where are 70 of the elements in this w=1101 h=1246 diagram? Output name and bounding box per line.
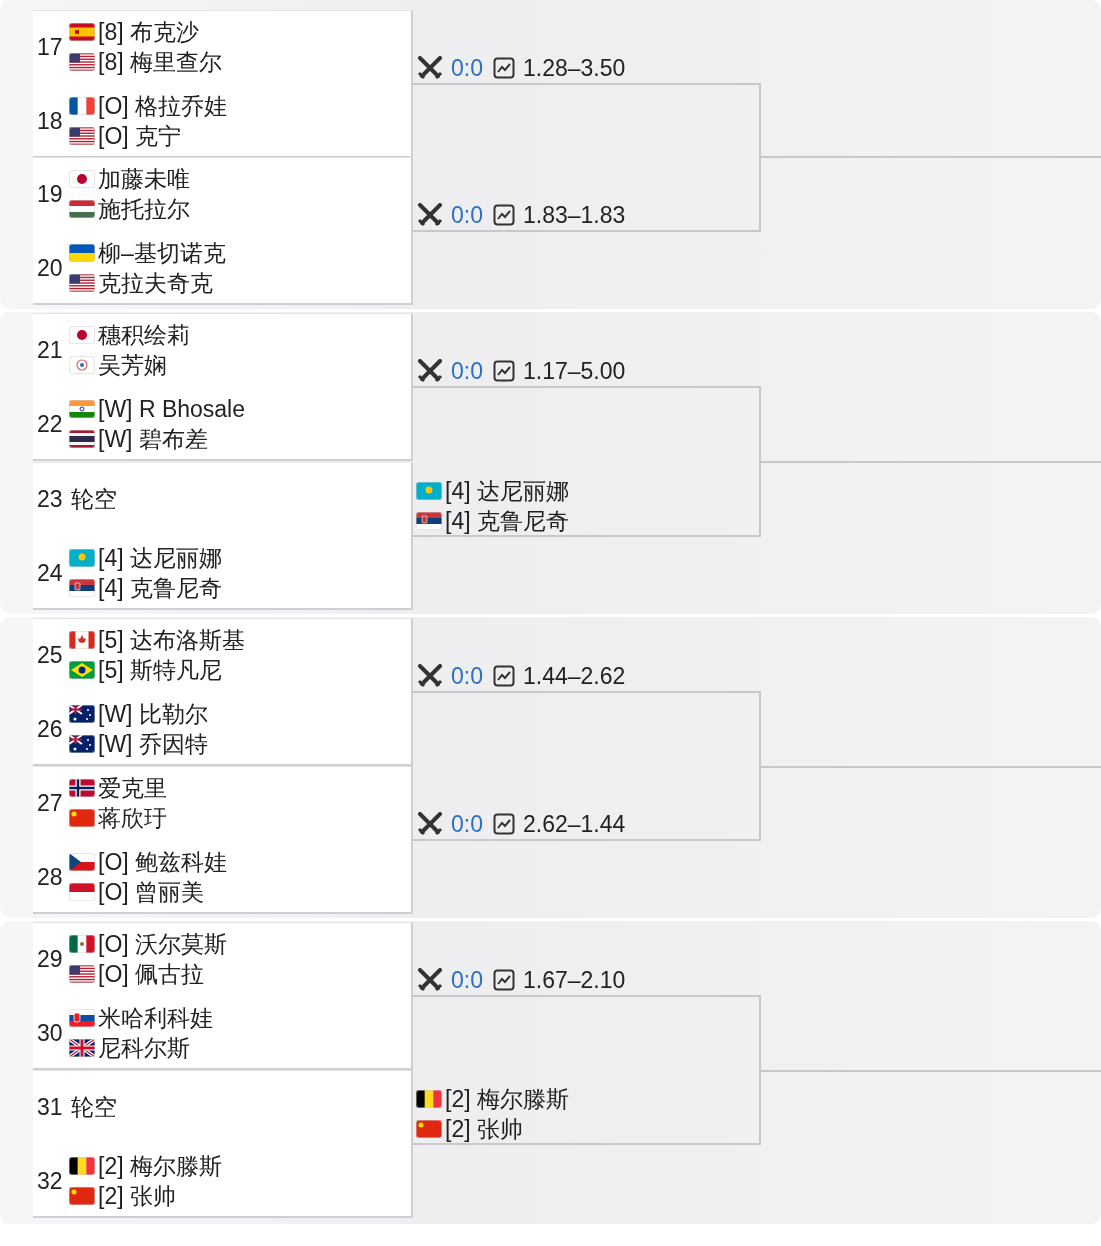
score-text: 0:0 <box>451 966 483 994</box>
player-name: [W] 碧布差 <box>98 425 208 453</box>
score-text: 0:0 <box>451 201 483 229</box>
match-number: 31 <box>37 1093 63 1121</box>
match-card <box>33 922 413 1070</box>
match-card <box>33 157 413 305</box>
player-name: 吴芳娴 <box>98 351 167 379</box>
player-name: [4] 达尼丽娜 <box>98 544 222 572</box>
match-number: 24 <box>37 559 63 587</box>
player-name: [W] 比勒尔 <box>98 700 208 728</box>
match-number: 20 <box>37 254 63 282</box>
match-card <box>33 313 413 461</box>
player-name: [W] 乔因特 <box>98 730 208 758</box>
player-name: [O] 沃尔莫斯 <box>98 930 228 958</box>
match-card <box>33 10 413 158</box>
player-name: 加藤未唯 <box>98 165 190 193</box>
match-number: 27 <box>37 789 63 817</box>
score-text: 0:0 <box>451 662 483 690</box>
score-text: 0:0 <box>451 810 483 838</box>
player-name: [4] 克鲁尼奇 <box>445 507 569 535</box>
odds-text: 1.17–5.00 <box>523 357 626 385</box>
player-name: 爱克里 <box>98 774 167 802</box>
bye-label: 轮空 <box>71 485 117 513</box>
player-name: [W] R Bhosale <box>98 395 245 423</box>
match-number: 18 <box>37 107 63 135</box>
player-name: [2] 梅尔滕斯 <box>445 1085 569 1113</box>
player-name: [4] 克鲁尼奇 <box>98 574 222 602</box>
player-name: [5] 斯特凡尼 <box>98 656 222 684</box>
player-name: [2] 张帅 <box>98 1182 176 1210</box>
score-text: 0:0 <box>451 54 483 82</box>
player-name: 蒋欣玗 <box>98 804 167 832</box>
match-number: 30 <box>37 1019 63 1047</box>
match-number: 17 <box>37 33 63 61</box>
match-card <box>33 766 413 914</box>
match-card <box>33 618 413 766</box>
player-name: [O] 佩古拉 <box>98 960 205 988</box>
match-number: 32 <box>37 1167 63 1195</box>
match-number: 28 <box>37 863 63 891</box>
player-name: [O] 曾丽美 <box>98 878 205 906</box>
player-name: [5] 达布洛斯基 <box>98 626 245 654</box>
player-name: [8] 布克沙 <box>98 18 199 46</box>
player-name: [O] 鲍兹科娃 <box>98 848 228 876</box>
odds-text: 1.83–1.83 <box>523 201 626 229</box>
bye-label: 轮空 <box>71 1093 117 1121</box>
match-card <box>33 462 413 610</box>
player-name: 米哈利科娃 <box>98 1004 213 1032</box>
match-number: 23 <box>37 485 63 513</box>
match-number: 29 <box>37 945 63 973</box>
match-number: 19 <box>37 180 63 208</box>
odds-text: 1.44–2.62 <box>523 662 626 690</box>
player-name: [2] 张帅 <box>445 1115 523 1143</box>
player-name: 穗积绘莉 <box>98 321 190 349</box>
odds-text: 1.28–3.50 <box>523 54 626 82</box>
odds-text: 2.62–1.44 <box>523 810 626 838</box>
player-name: 施托拉尔 <box>98 195 190 223</box>
player-name: 柳–基切诺克 <box>98 239 226 267</box>
match-card <box>33 1070 413 1218</box>
match-number: 26 <box>37 715 63 743</box>
player-name: [4] 达尼丽娜 <box>445 477 569 505</box>
player-name: [2] 梅尔滕斯 <box>98 1152 222 1180</box>
player-name: 尼科尔斯 <box>98 1034 190 1062</box>
player-name: [O] 克宁 <box>98 122 182 150</box>
score-text: 0:0 <box>451 357 483 385</box>
player-name: [O] 格拉乔娃 <box>98 92 228 120</box>
player-name: 克拉夫奇克 <box>98 269 213 297</box>
match-number: 21 <box>37 336 63 364</box>
player-name: [8] 梅里查尔 <box>98 48 222 76</box>
match-number: 22 <box>37 410 63 438</box>
odds-text: 1.67–2.10 <box>523 966 626 994</box>
match-number: 25 <box>37 641 63 669</box>
